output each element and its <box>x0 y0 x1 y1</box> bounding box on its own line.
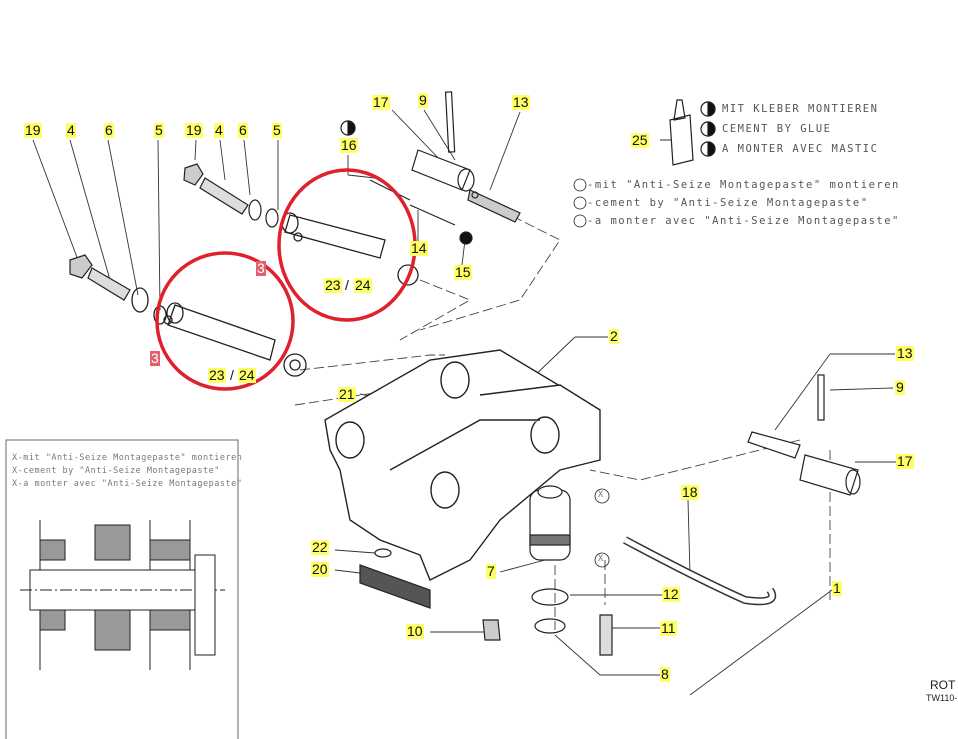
callout-3-lower: 3 <box>150 350 160 366</box>
callout-11: 11 <box>660 620 677 636</box>
legend-glue-en: CEMENT BY GLUE <box>722 123 832 135</box>
callout-9: 9 <box>418 92 428 108</box>
rings <box>374 548 569 634</box>
legend-glue-de: MIT KLEBER MONTIEREN <box>722 103 879 115</box>
cylinder-7 <box>529 485 571 561</box>
callout-18: 18 <box>681 484 699 500</box>
callout-15: 15 <box>454 264 472 280</box>
legend-antiseize-de: -mit "Anti-Seize Montagepaste" montieren <box>587 179 900 191</box>
marker-x: X <box>598 490 604 500</box>
wear-plate-20 <box>359 564 431 609</box>
callout-6: 6 <box>104 122 114 138</box>
callout-7: 7 <box>486 563 496 579</box>
callout-16: 16 <box>340 137 358 153</box>
callout-4: 4 <box>66 122 76 138</box>
callout-24: 24 <box>354 277 372 293</box>
separator: / <box>230 367 234 383</box>
callout-22: 22 <box>311 539 329 555</box>
callout-2: 2 <box>609 328 619 344</box>
callout-13: 13 <box>896 345 914 361</box>
highlight-circle-lower <box>155 251 295 391</box>
callout-19: 19 <box>185 122 203 138</box>
inset-section-view <box>5 439 239 739</box>
anti-seize-markers <box>573 178 610 568</box>
legend-antiseize-en: -cement by "Anti-Seize Montagepaste" <box>587 197 869 209</box>
callout-12: 12 <box>662 586 680 602</box>
callout-5: 5 <box>272 122 282 138</box>
callout-9: 9 <box>895 379 905 395</box>
glue-bottle <box>669 99 694 166</box>
callout-10: 10 <box>406 623 424 639</box>
callout-20: 20 <box>311 561 329 577</box>
callout-8: 8 <box>660 666 670 682</box>
callout-14: 14 <box>410 240 428 256</box>
hose-18 <box>623 536 777 606</box>
right-parts <box>747 374 861 496</box>
marker-x: X <box>598 554 604 564</box>
callout-17: 17 <box>896 453 914 469</box>
callout-13: 13 <box>512 94 530 110</box>
pin-upper <box>281 212 419 286</box>
footer-drawing-number: TW110- <box>926 693 958 703</box>
coupler-body <box>324 349 601 581</box>
pin-17-top <box>411 149 475 192</box>
footer-code: ROT <box>930 678 956 692</box>
callout-25: 25 <box>631 132 649 148</box>
callout-23: 23 <box>324 277 342 293</box>
callout-3-upper: 3 <box>256 260 266 276</box>
callout-19: 19 <box>24 122 42 138</box>
callout-6: 6 <box>238 122 248 138</box>
inset-legend-en: X-cement by "Anti-Seize Montagepaste" <box>12 466 220 476</box>
callout-24: 24 <box>238 367 256 383</box>
callout-1: 1 <box>832 580 842 596</box>
separator: / <box>345 277 349 293</box>
callout-21: 21 <box>338 386 356 402</box>
legend-glue-fr: A MONTER AVEC MASTIC <box>722 143 879 155</box>
callout-17: 17 <box>372 94 390 110</box>
pin-lower <box>131 287 307 377</box>
callout-5: 5 <box>154 122 164 138</box>
inset-legend-de: X-mit "Anti-Seize Montagepaste" montiere… <box>12 453 243 463</box>
legend-antiseize-fr: -a monter avec "Anti-Seize Montagepaste" <box>587 215 900 227</box>
callout-23: 23 <box>208 367 226 383</box>
inset-legend-fr: X-a monter avec "Anti-Seize Montagepaste… <box>12 479 243 489</box>
leader-lines <box>32 109 897 696</box>
half-filled-circle-icons <box>340 101 716 157</box>
callout-4: 4 <box>214 122 224 138</box>
